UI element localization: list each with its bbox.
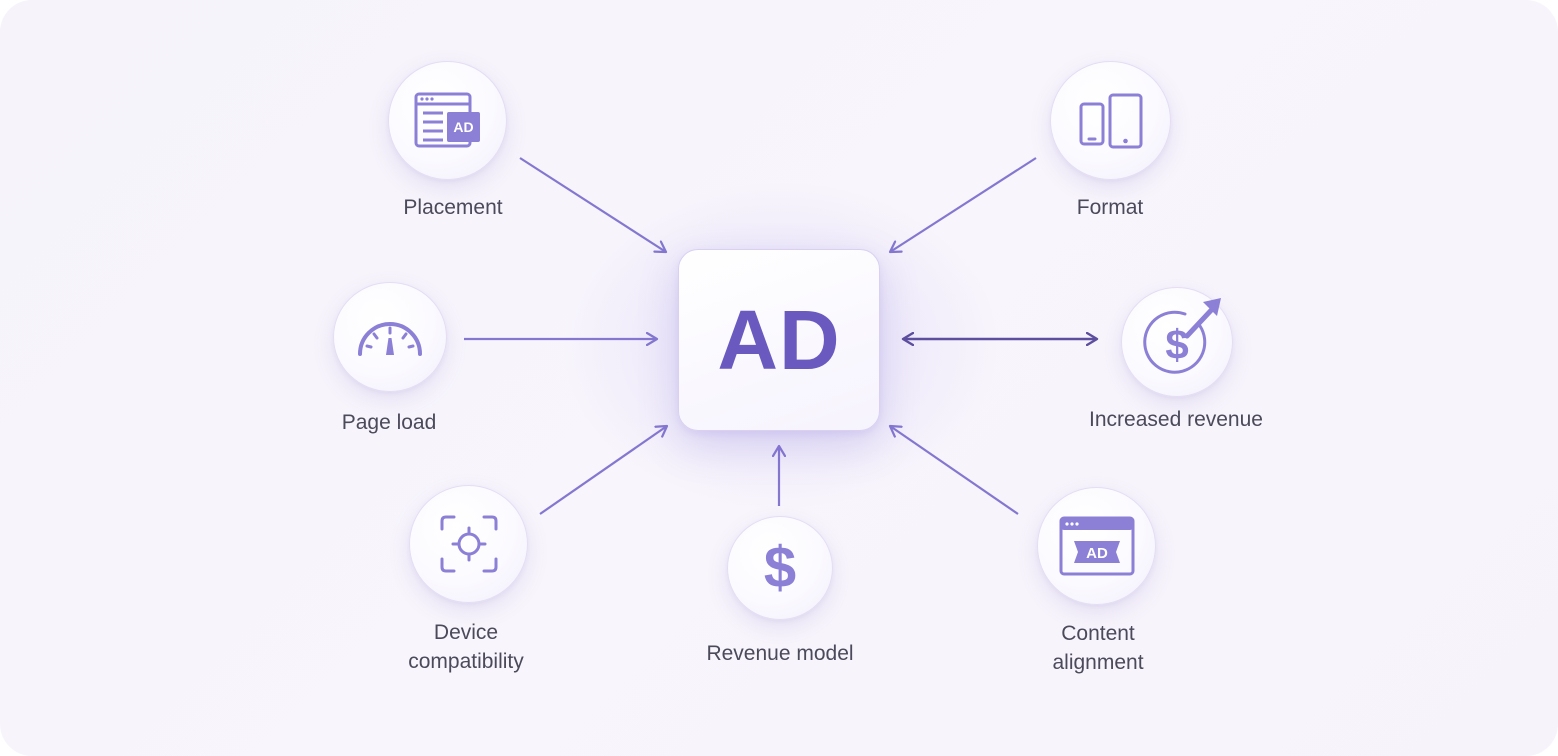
- arrow-content-to-ad: [890, 426, 1019, 515]
- content-alignment-label-line1: Content: [1061, 622, 1135, 645]
- dollar-growth-icon: $: [1143, 298, 1221, 374]
- increased-revenue-node: $: [1121, 287, 1233, 397]
- placement-node: AD: [388, 61, 507, 180]
- placement-label: Placement: [403, 196, 503, 219]
- svg-text:AD: AD: [1086, 545, 1108, 562]
- arrow-format-to-ad: [890, 157, 1037, 252]
- revenue-model-label: Revenue model: [706, 642, 854, 665]
- format-label: Format: [1076, 196, 1144, 219]
- page-load-label: Page load: [341, 411, 437, 434]
- device-compatibility-label: Device compatibility: [408, 618, 524, 676]
- content-alignment-label-line2: alignment: [1052, 651, 1144, 674]
- format-node: [1050, 61, 1171, 180]
- page-load-node: [333, 282, 447, 392]
- content-alignment-node: AD: [1037, 487, 1156, 605]
- device-compatibility-label-line2: compatibility: [408, 650, 524, 673]
- ad-center-node: AD: [678, 249, 880, 431]
- svg-text:$: $: [764, 535, 796, 600]
- arrow-device-to-ad: [539, 426, 667, 515]
- content-alignment-label: Content alignment: [1052, 619, 1143, 677]
- focus-target-icon: [440, 515, 497, 573]
- phone-tablet-icon: [1079, 93, 1142, 148]
- dollar-icon: $: [764, 535, 796, 600]
- svg-text:AD: AD: [453, 119, 473, 135]
- svg-text:$: $: [1165, 321, 1188, 368]
- speedometer-icon: [358, 322, 422, 356]
- device-compatibility-label-line1: Device: [433, 621, 499, 644]
- browser-ad-banner-icon: AD: [1059, 516, 1134, 576]
- arrow-placement-to-ad: [519, 157, 666, 252]
- revenue-model-node: $: [727, 516, 833, 620]
- device-compatibility-node: [409, 485, 528, 603]
- browser-ad-icon: AD: [414, 92, 480, 147]
- increased-revenue-label: Increased revenue: [1089, 408, 1263, 431]
- ad-center-label: AD: [717, 292, 841, 387]
